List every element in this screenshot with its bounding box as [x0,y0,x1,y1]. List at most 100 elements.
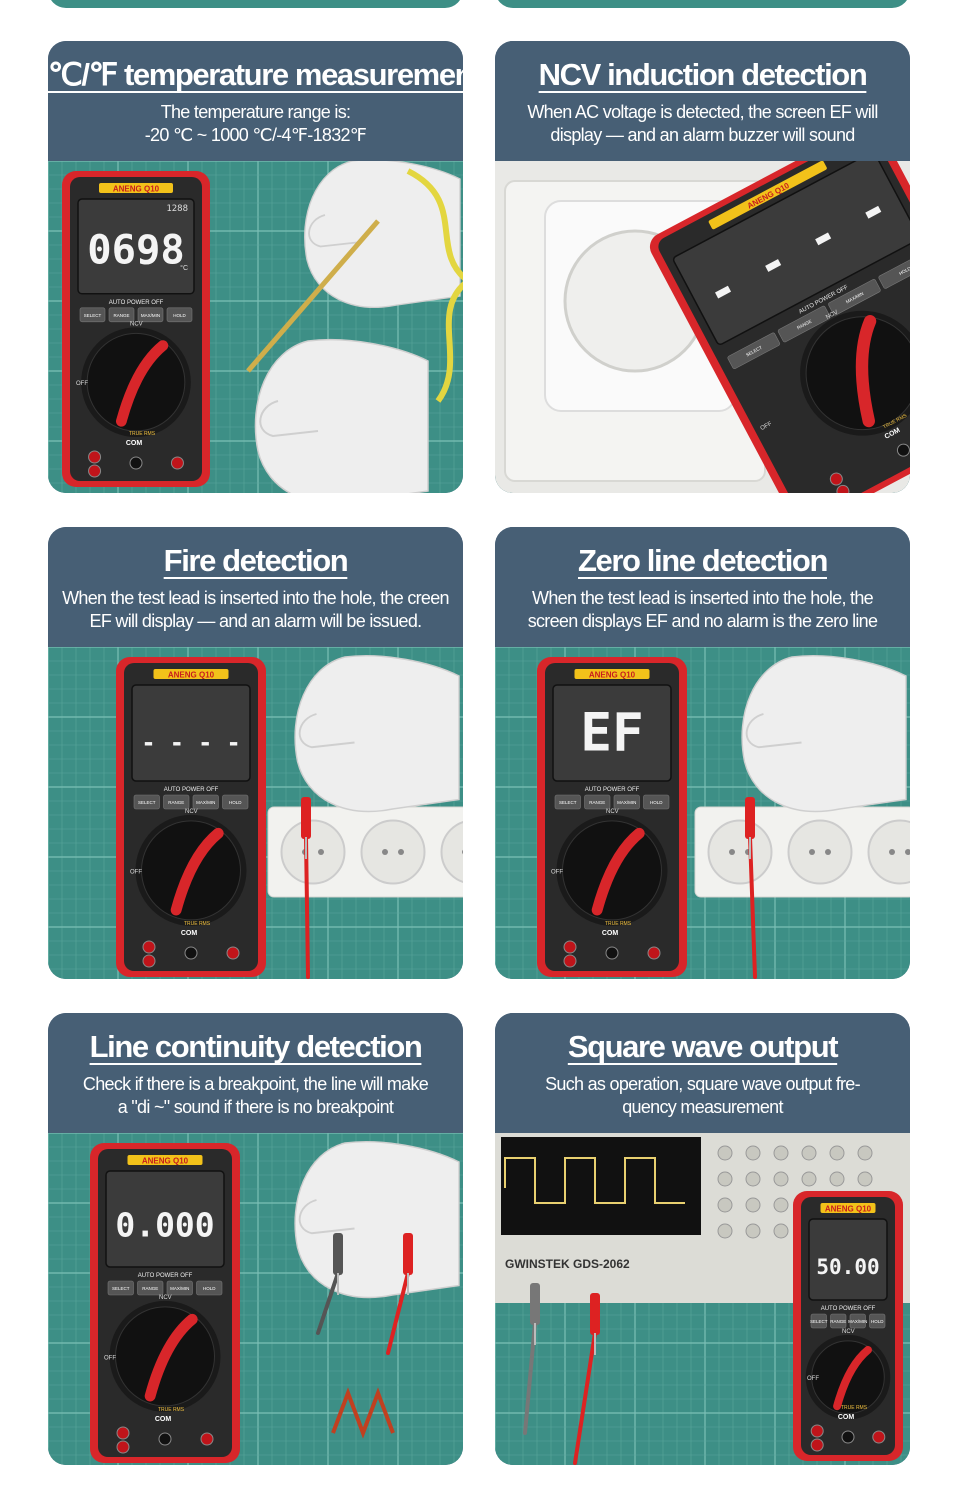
meter-range-button[interactable] [108,307,135,323]
input-jack-3[interactable] [895,442,910,458]
input-jack-4[interactable] [200,1432,214,1446]
input-jack-2[interactable] [116,1440,130,1454]
scope-knob[interactable] [829,1171,845,1187]
card-description: When AC voltage is detected, the screen … [495,101,910,147]
com-label: COM [838,1414,855,1421]
scope-knob[interactable] [801,1171,817,1187]
meter-hold-label: HOLD [203,1286,216,1291]
meter-range-label: RANGE [589,800,605,805]
input-jack-3[interactable] [184,946,198,960]
meter-maxmin-button[interactable] [828,279,881,316]
meter-maxmin-button[interactable] [613,794,640,810]
copper-wire [331,1387,395,1439]
meter-hold-button[interactable] [222,794,249,810]
scope-knob[interactable] [717,1171,733,1187]
meter-select-button[interactable] [107,1280,134,1296]
input-jack-2[interactable] [563,954,577,968]
previous-card-right-edge [495,0,910,8]
input-jack-2[interactable] [810,1438,824,1452]
dial-knob [170,827,224,916]
meter-hold-label: HOLD [173,313,186,318]
meter-hold-button[interactable] [643,794,670,810]
meter-maxmin-label: MAX/MIN [170,1286,189,1291]
meter-select-button[interactable] [727,332,781,370]
scope-knob[interactable] [857,1171,873,1187]
meter-maxmin-button[interactable] [137,307,164,323]
scope-knob[interactable] [773,1223,789,1239]
input-jack-4[interactable] [170,456,184,470]
test-lead-wire [304,835,310,979]
meter-maxmin-button[interactable] [192,794,219,810]
input-jack-1[interactable] [828,471,844,487]
auto-power-off-label: AUTO POWER OFF [585,787,640,793]
meter-hold-button[interactable] [196,1280,223,1296]
input-jack-4[interactable] [226,946,240,960]
scope-knob[interactable] [745,1145,761,1161]
true-rms-label: TRUE RMS [605,921,632,927]
meter-range-button[interactable] [137,1280,164,1296]
scope-knob[interactable] [745,1197,761,1213]
meter-select-button[interactable] [810,1313,827,1329]
ncv-label: NCV [130,321,143,327]
card-description: When the test lead is inserted into the … [48,587,463,633]
meter-maxmin-button[interactable] [849,1313,866,1329]
thermocouple-probe [246,219,380,373]
scope-knob[interactable] [745,1171,761,1187]
input-jack-2[interactable] [835,483,851,493]
scope-knob[interactable] [717,1145,733,1161]
scope-knob[interactable] [745,1223,761,1239]
meter-range-button[interactable] [163,794,190,810]
meter-range-button[interactable] [777,305,831,343]
input-jack-2[interactable] [88,464,102,478]
scope-brand: GWINSTEK GDS-2062 [505,1257,630,1271]
test-probe [745,797,755,839]
meter-select-button[interactable] [133,794,160,810]
ncv-label: NCV [159,1295,172,1301]
test-probe [530,1283,540,1325]
input-jack-3[interactable] [129,456,143,470]
meter-select-button[interactable] [554,794,581,810]
input-jack-1[interactable] [810,1424,824,1438]
scope-knob[interactable] [773,1171,789,1187]
meter-hold-button[interactable] [869,1313,886,1329]
input-jack-4[interactable] [647,946,661,960]
meter-hold-button[interactable] [878,252,910,289]
scope-knob[interactable] [773,1145,789,1161]
meter-select-button[interactable] [79,307,106,323]
input-jack-3[interactable] [158,1432,172,1446]
input-jack-3[interactable] [841,1430,855,1444]
input-jack-4[interactable] [872,1430,886,1444]
input-jack-1[interactable] [116,1426,130,1440]
meter-range-button[interactable] [584,794,611,810]
card-description: Check if there is a breakpoint, the line… [48,1073,463,1119]
scope-knob[interactable] [773,1197,789,1213]
scope-knob[interactable] [717,1197,733,1213]
gloved-hand [294,655,460,813]
meter-range-button[interactable] [830,1313,847,1329]
test-probe [590,1293,600,1335]
power-strip [267,806,463,898]
scope-knob[interactable] [829,1145,845,1161]
input-jack-1[interactable] [142,940,156,954]
scope-knob[interactable] [857,1145,873,1161]
ncv-label: NCV [825,310,839,321]
meter-hold-button[interactable] [166,307,193,323]
scope-knob[interactable] [801,1145,817,1161]
scope-knob[interactable] [717,1223,733,1239]
input-jack-3[interactable] [605,946,619,960]
input-jack-1[interactable] [88,450,102,464]
input-jack-1[interactable] [563,940,577,954]
input-jack-2[interactable] [142,954,156,968]
meter-maxmin-button[interactable] [166,1280,193,1296]
